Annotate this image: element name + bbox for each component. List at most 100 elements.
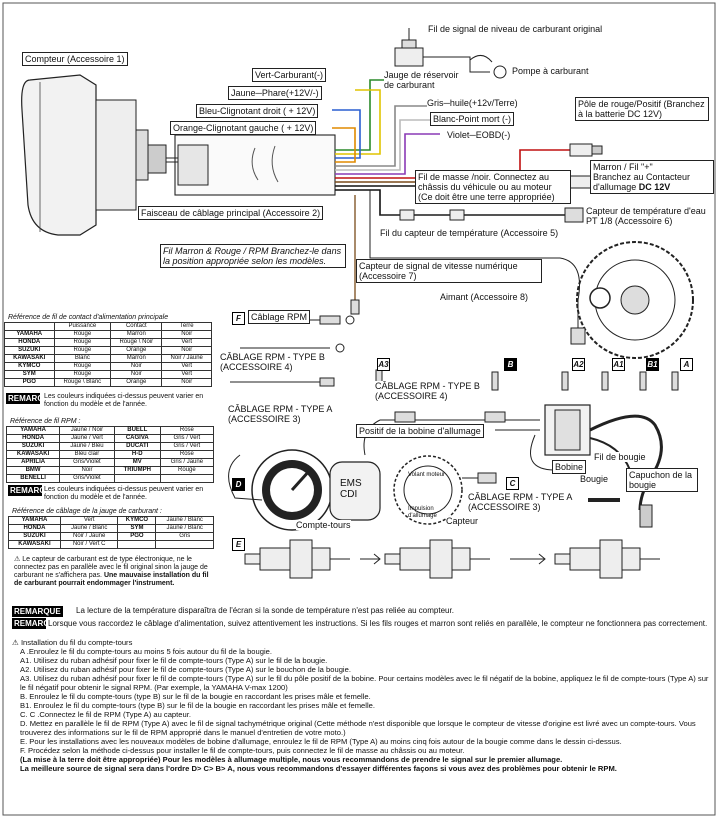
step: B1. Enroulez le fil du compte-tours (typ… [20, 701, 375, 710]
cell: Noir [161, 346, 212, 355]
instructions: ⚠ Installation du fil du compte-tours A … [12, 638, 712, 773]
counter-device [21, 74, 167, 236]
step: A2. Utilisez du ruban adhésif pour fixer… [20, 665, 351, 674]
cell: Rose [159, 450, 215, 459]
label-violet-wire: Violet─EOBD(-) [447, 130, 511, 140]
step: A1. Utilisez du ruban adhésif pour fixer… [20, 656, 328, 665]
cell: Gris / Vert [159, 434, 215, 443]
cell: Orange [110, 346, 163, 355]
step: A .Enroulez le fil du compte-tours au mo… [20, 647, 273, 656]
remark-power-2: fonctionnera pas correctement. [596, 619, 708, 628]
cell: KYMCO [4, 362, 55, 371]
label-spark-wire: Fil de bougie [594, 452, 646, 462]
remark-tag-3: REMARQUE [12, 606, 63, 617]
cell: Noir / Jaune [161, 354, 212, 363]
label-coil-positive: Positif de la bobine d'allumage [356, 424, 484, 438]
cell: Vert [59, 516, 119, 525]
remark-temp: La lecture de la température disparaîtra… [76, 606, 454, 615]
cell: Bleu clair [59, 450, 115, 459]
cell: Rouge [53, 370, 112, 379]
cell: CAGIVA [113, 434, 161, 443]
cell: HONDA [5, 434, 61, 443]
cell: Gris/Violet [59, 474, 115, 483]
cell: Jaune / Vert [59, 434, 115, 443]
cell: Noir / Jaune [59, 532, 119, 541]
temperature-sensor-wire [380, 207, 584, 223]
cell: HONDA [8, 524, 61, 533]
cell: H-D [113, 450, 161, 459]
cell: MV [113, 458, 161, 467]
cell: SYM [117, 524, 157, 533]
remark-tag-2: REMARQUE [8, 485, 57, 496]
tag-b1: B1 [646, 358, 659, 371]
table-contact-title: Référence de fil de contact d'alimentati… [8, 314, 169, 321]
cell: Gris / Vert [159, 442, 215, 451]
cell: Noir [110, 362, 163, 371]
label-temp-sensor-wire: Fil du capteur de température (Accessoir… [380, 228, 559, 238]
cell: Rose [159, 426, 215, 435]
th [4, 322, 55, 331]
label-rpm-wire: Fil Marron & Rouge / RPM Branchez-le dan… [160, 244, 346, 268]
step: E. Pour les installations avec les nouve… [20, 737, 622, 746]
label-ignition-pulse: Impulsion d'allumage [408, 506, 437, 519]
label-tachometer: Compte-tours [296, 520, 351, 530]
step: F. Procédez selon la méthode ci-dessus p… [20, 746, 465, 755]
remark-power: Lorsque vous raccordez le câblage d'alim… [48, 619, 712, 628]
tag-e: E [232, 538, 245, 551]
cell: Marron [110, 330, 163, 339]
cell: PGO [4, 378, 55, 387]
th: Puissance [53, 322, 112, 331]
warning-icon: ⚠ [12, 638, 19, 647]
label-rpm-type-a3: CÂBLAGE RPM - TYPE A (ACCESSOIRE 3) [228, 404, 340, 424]
sprocket [369, 190, 694, 359]
cell: Noir [161, 330, 212, 339]
cell: KAWASAKI [8, 540, 61, 549]
cell: Orange [110, 378, 163, 387]
tag-a: A [680, 358, 693, 371]
remark-models-2: Les couleurs indiquées ci-dessus peuvent… [44, 486, 204, 501]
cell: Noir [161, 378, 212, 387]
table-fuel-title: Référence de câblage de la jauge de carb… [12, 508, 162, 515]
cell: Noir / Vert C [59, 540, 119, 549]
instructions-bold-2: La meilleure source de signal sera dans … [20, 764, 617, 773]
fuel-warning-1: Le capteur de carburant est de type élec… [14, 556, 208, 579]
step: D. Mettez en parallèle le fil de RPM (Ty… [20, 719, 696, 737]
tag-c: C [506, 477, 519, 490]
cell: Rouge [159, 466, 215, 475]
cell: Gris [155, 532, 214, 541]
rpm-wire [350, 195, 360, 315]
cell: Jaune / Blanc [155, 516, 214, 525]
tacho-dial [251, 449, 333, 531]
table-rpm-title: Référence de fil RPM : [10, 418, 81, 425]
label-fuel-pump: Pompe à carburant [512, 66, 589, 76]
cell: Vert [161, 362, 212, 371]
cell: Jaune / Noir [59, 426, 115, 435]
fuel-tank-gauge [394, 28, 507, 79]
tag-f: F [232, 312, 245, 325]
cell [155, 540, 214, 549]
brown-pole-line2: Branchez au Contacteur d'allumage [593, 172, 691, 192]
tag-d: D [232, 478, 245, 491]
cell: Blanc [53, 354, 112, 363]
cell: APRILIA [5, 458, 61, 467]
coil-wiring [228, 411, 556, 501]
cell: KAWASAKI [5, 450, 61, 459]
cell: Marron [110, 354, 163, 363]
step: B. Enroulez le fil du compte-tours (type… [20, 692, 371, 701]
cell: SUZUKI [4, 346, 55, 355]
cell: Rouge [53, 338, 112, 347]
brown-pole-line1: Marron / Fil "+" [593, 162, 653, 172]
th: Terre [161, 322, 212, 331]
spark-plug-row [244, 539, 660, 579]
label-fuel-signal-wire: Fil de signal de niveau de carburant ori… [428, 24, 603, 34]
